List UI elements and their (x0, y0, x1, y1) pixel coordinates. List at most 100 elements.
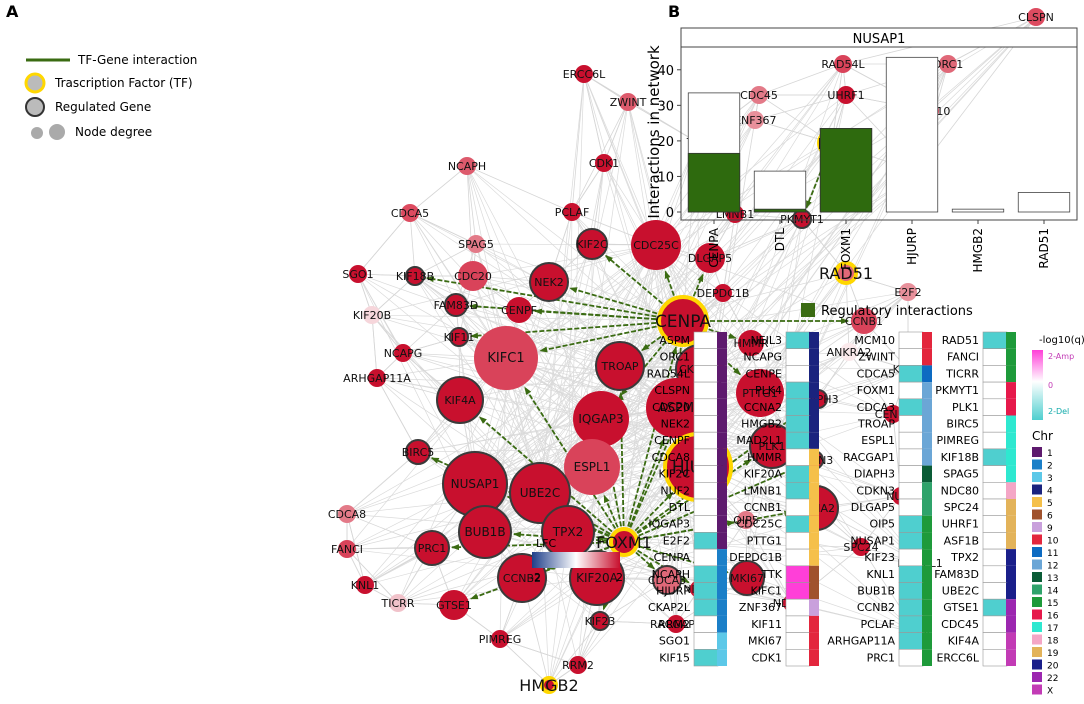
tf-gene-edge (628, 437, 665, 528)
heatmap-gene-label: CENPA (654, 551, 691, 564)
chr-legend-swatch (1032, 509, 1042, 520)
heatmap-gene-label: BUB1B (857, 585, 895, 598)
heatmap-columns: ASPMORC1RAD54LCLSPNCDC20NEK2CENPFCDCA8KI… (647, 331, 1016, 667)
chr-legend-swatch (1032, 497, 1042, 507)
network-edge (627, 101, 698, 143)
network-edge (484, 507, 817, 533)
network-node-circle (563, 203, 581, 221)
chr-legend-swatch (1032, 659, 1042, 670)
chr-legend-label: 18 (1047, 637, 1059, 647)
network-edge (364, 531, 569, 586)
heatmap-chr-cell (809, 382, 819, 399)
heatmap-cell (785, 598, 811, 617)
heatmap-gene-label: DLGAP5 (851, 501, 895, 514)
heatmap-cell (982, 582, 1008, 600)
network-node-label: CENPF (501, 304, 537, 317)
network-node-circle (474, 326, 538, 390)
heatmap-chr-cell (922, 599, 932, 616)
network-edge (409, 212, 602, 420)
network-node-circle (449, 327, 469, 347)
heatmap-chr-cell (1006, 532, 1016, 550)
network-edge (472, 275, 684, 322)
tf-gene-edge (595, 535, 609, 542)
network-node: RAD54L (821, 55, 866, 73)
network-node-label: ORC1 (933, 58, 963, 71)
network-node-circle (458, 157, 476, 175)
heatmap: Regulatory interactions ASPMORC1RAD54LCL… (647, 303, 1084, 697)
network-node-label: TPX2 (552, 525, 583, 539)
heatmap-cell (785, 632, 811, 650)
heatmap-cell (785, 398, 811, 416)
heatmap-chr-cell (1006, 565, 1016, 583)
heatmap-cell (785, 348, 811, 366)
chr-legend-label: 15 (1047, 599, 1058, 609)
heatmap-chr-cell (809, 432, 819, 449)
heatmap-gene-label: PTTG1 (747, 534, 782, 547)
heatmap-scale-title: -log10(q) (1039, 335, 1084, 346)
heatmap-gene-label: MCM10 (854, 334, 895, 347)
heatmap-cell (785, 565, 811, 583)
heatmap-gene-label: CDKN3 (856, 484, 895, 497)
bar-chart-xlabel: CENPA (707, 227, 721, 267)
network-node-label: CDC45 (740, 89, 778, 102)
network-node-label: ANKRA2 (827, 346, 872, 359)
heatmap-cell (898, 415, 924, 433)
network-node-circle (564, 439, 620, 495)
tf-gene-edge (692, 273, 704, 297)
bar-chart-title-strip (680, 27, 1078, 48)
heatmap-gene-label: IQGAP3 (648, 518, 690, 531)
heatmap-gene-label: PIMREG (937, 434, 980, 447)
network-edge (758, 63, 844, 96)
chr-legend-swatch (1032, 584, 1042, 595)
network-node: FOXM1 (596, 527, 652, 557)
heatmap-cell (898, 431, 924, 450)
network-node: ERCC6L (563, 65, 606, 83)
network-edge (571, 73, 585, 213)
heatmap-chr-cell (922, 448, 932, 466)
network-node-circle (529, 262, 569, 302)
network-node-circle (405, 266, 425, 286)
network-node-label: KIF11 (444, 331, 475, 344)
heatmap-chr-cell (717, 565, 727, 583)
network-node: ZNF367 (733, 111, 777, 129)
heatmap-cell (693, 632, 719, 650)
network-node-label: ESPL1 (574, 460, 611, 474)
heatmap-gene-label: OIP5 (869, 518, 895, 531)
lfc-max: 2 (616, 571, 623, 584)
legend-regulated-circle (25, 97, 45, 117)
network-edge (655, 244, 865, 322)
legend-tf-label: Trascription Factor (TF) (54, 76, 193, 90)
heatmap-cell (785, 548, 811, 567)
network-edge (539, 162, 605, 494)
network-node-label: KIF18B (396, 270, 434, 283)
legend-degree-large (49, 124, 65, 140)
network-node-label: SPC24 (843, 541, 878, 554)
heatmap-cell (693, 465, 719, 483)
heatmap-cell (982, 598, 1008, 617)
network-node-label: HMMR (734, 337, 769, 350)
network-node: E2F2 (894, 283, 922, 301)
chr-legend-label: 17 (1047, 624, 1058, 634)
heatmap-gene-label: CKAP2L (648, 601, 691, 614)
heatmap-cell (785, 515, 811, 533)
network-node-circle (899, 283, 917, 301)
bar-chart-xlabel: RAD51 (1037, 228, 1051, 269)
heatmap-cell (898, 648, 924, 667)
heatmap-chr-cell (922, 499, 932, 516)
heatmap-chr-cell (922, 532, 932, 550)
network-edge (472, 244, 657, 277)
tf-gene-edge (603, 494, 619, 528)
heatmap-chr-cell (717, 365, 727, 383)
network-node-label: CLSPN (1018, 11, 1054, 24)
network-node: FANCI (331, 540, 363, 558)
heatmap-cell (982, 615, 1008, 633)
network-node: TICRR (381, 594, 415, 612)
network-node-label: ASPM (658, 401, 694, 416)
network-node-label: PTTG1 (742, 387, 777, 400)
network-node-circle (646, 378, 706, 438)
heatmap-gene-label: TTK (761, 568, 783, 581)
heatmap-cell (785, 532, 811, 550)
heatmap-scale-amp: 2-Amp (1048, 352, 1074, 361)
heatmap-gene-label: ORC1 (660, 351, 690, 364)
heatmap-gene-label: TPX2 (950, 551, 979, 564)
